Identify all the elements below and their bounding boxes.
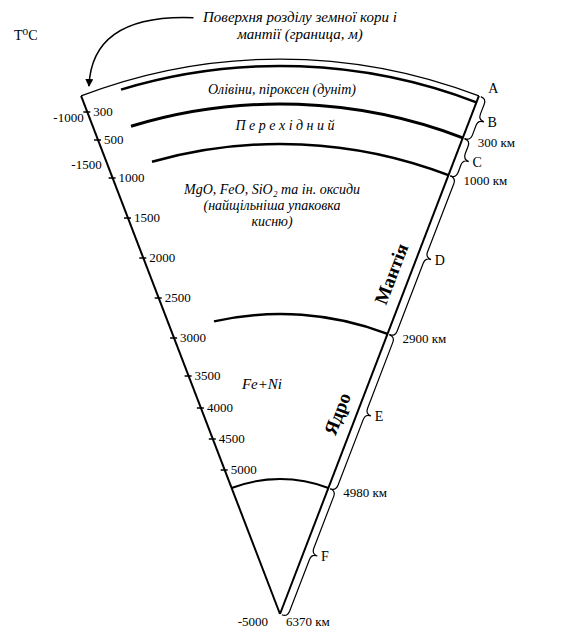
layer-boundary	[152, 144, 448, 175]
section-letter: A	[488, 81, 498, 97]
temperature-value: 4500	[219, 432, 245, 447]
depth-brace	[450, 139, 468, 177]
temperature-value: 3000	[180, 331, 206, 346]
layer-boundary	[214, 314, 388, 334]
temperature-value: 1500	[134, 211, 160, 226]
depth-value: 6370 км	[286, 615, 330, 630]
axis-title: T⁰C	[14, 28, 38, 44]
depth-value: 300 км	[478, 136, 515, 151]
shell-name: Ядро	[320, 390, 356, 438]
layer-boundary	[232, 479, 329, 488]
layer-label: П е р е х і д н и й	[235, 118, 334, 134]
depth-value: 1000 км	[463, 174, 507, 189]
scale-tick	[209, 438, 216, 440]
shell-name: Мантія	[370, 241, 413, 308]
scale-tick	[170, 337, 177, 339]
scale-tick	[139, 257, 146, 259]
scale-tick	[155, 297, 162, 299]
depth-brace	[465, 97, 485, 140]
temperature-value: 4000	[207, 401, 233, 416]
temperature-value: 500	[104, 133, 124, 148]
depth-value: 2900 км	[402, 332, 446, 347]
section-letter: D	[435, 253, 445, 269]
section-letter: F	[321, 549, 329, 565]
temperature-value: 1000	[119, 171, 145, 186]
scale-tick	[94, 139, 101, 141]
scale-tick	[109, 177, 116, 179]
layer-boundary	[131, 104, 463, 138]
temperature-value: 2500	[165, 291, 191, 306]
layer-label: MgO, FeO, SiO₂ та ін. оксиди (найщільніш…	[182, 182, 362, 230]
scale-tick	[221, 469, 228, 471]
section-letter: C	[472, 155, 481, 171]
layer-boundary	[121, 66, 476, 102]
sector-edge	[81, 96, 280, 614]
temperature-value: -1000	[53, 111, 83, 126]
temperature-value: 5000	[231, 463, 257, 478]
layer-label: Fe+Ni	[242, 376, 282, 393]
boundary-callout: Поверхня розділу земної кори і мантії (г…	[198, 9, 403, 44]
section-letter: E	[375, 409, 384, 425]
depth-brace	[282, 489, 334, 616]
scale-tick	[197, 407, 204, 409]
temperature-value: 2000	[149, 251, 175, 266]
scale-tick	[83, 111, 90, 113]
scale-tick	[185, 375, 192, 377]
temperature-value: -1500	[71, 158, 101, 173]
layer-label: Олівіни, піроксен (дуніт)	[208, 82, 356, 98]
temperature-value: 3500	[195, 369, 221, 384]
scale-tick	[124, 217, 131, 219]
temperature-value: 300	[93, 105, 113, 120]
temperature-value: -5000	[238, 615, 268, 630]
section-letter: B	[488, 115, 497, 131]
depth-value: 4980 км	[343, 486, 387, 501]
sector-edge	[280, 96, 479, 614]
